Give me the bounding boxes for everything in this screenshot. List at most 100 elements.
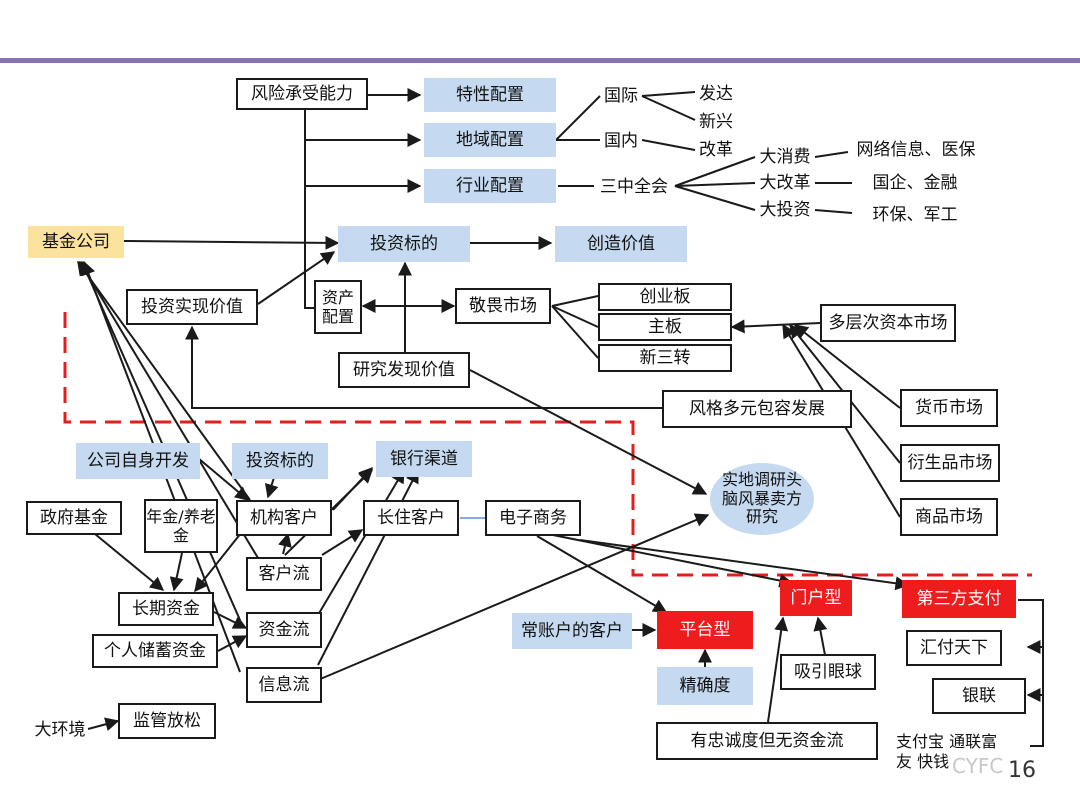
ecommerce-node: 电子商务: [485, 500, 581, 536]
diverse-style-node: 风格多元包容发展: [662, 390, 852, 428]
edge-feature-intl: [555, 95, 601, 141]
edge-eyeball-portal: [813, 616, 828, 656]
edge-intl-emerging: [641, 95, 696, 121]
client-flow-node: 客户流: [246, 557, 322, 591]
personal-savings-node: 个人储蓄资金: [92, 634, 218, 668]
risk-tolerance-node: 风险承受能力: [236, 78, 368, 110]
reform-label: 改革: [699, 139, 733, 160]
region-allocation-node: 地域配置: [424, 123, 556, 157]
domestic-label: 国内: [604, 130, 638, 151]
money-market-node: 货币市场: [900, 389, 998, 427]
international-label: 国际: [604, 85, 638, 106]
third-plenum-label: 三中全会: [600, 176, 668, 197]
edge-plenum-consume: [674, 156, 756, 187]
edge-client-fund: [79, 260, 259, 559]
edge-info-field: [317, 513, 710, 681]
pension-node: 年金/养老金: [144, 499, 218, 553]
field-research-node: 实地调研头脑风暴卖方研究: [710, 463, 814, 535]
unionpay-node: 银联: [932, 678, 1026, 714]
edge-gov-long: [94, 533, 165, 591]
edge-pension-long: [169, 552, 184, 592]
edge-cap-fund: [80, 260, 241, 621]
huifu-node: 汇付天下: [906, 630, 1002, 666]
precision-node: 精确度: [657, 667, 753, 705]
edge-invest-env: [814, 209, 853, 214]
big-reform-label: 大改革: [759, 172, 811, 193]
header-accent-bar: [0, 58, 1080, 63]
edge-loyal-portal: [767, 616, 789, 723]
macro-environment-label: 大环境: [34, 719, 86, 740]
edge-money-multi: [793, 324, 901, 409]
invest-value-node: 投资实现价值: [126, 289, 258, 325]
bank-channel-node: 银行渠道: [376, 441, 472, 477]
information-flow-node: 信息流: [246, 667, 322, 703]
loyal-no-capital-node: 有忠诚度但无资金流: [656, 722, 878, 760]
edge-plenum-invest: [674, 185, 756, 211]
edge-multi-main: [730, 319, 821, 334]
edge-cap-bank: [317, 468, 405, 616]
watermark-text: CYFC: [952, 754, 1004, 778]
edge-intl-developed: [641, 91, 696, 97]
edge-diverse-value: [185, 325, 662, 409]
asset-allocation-node: 资产配置: [314, 280, 362, 334]
network-medical-label: 网络信息、医保: [856, 139, 976, 160]
feature-allocation-node: 特性配置: [424, 78, 556, 112]
long-term-capital-node: 长期资金: [118, 592, 214, 626]
edge-value-target: [257, 251, 336, 305]
dashed-region-border: [63, 312, 1032, 577]
env-military-label: 环保、军工: [872, 204, 958, 225]
developed-label: 发达: [699, 83, 733, 104]
regular-client-node: 常账户的客户: [512, 613, 632, 649]
edge-plenum-reform: [674, 182, 756, 187]
self-development-node: 公司自身开发: [76, 443, 200, 479]
derivatives-market-node: 衍生品市场: [900, 444, 1000, 482]
edge-consume-net: [814, 151, 849, 158]
investment-target-node: 投资标的: [338, 226, 470, 262]
third-party-payment-node: 第三方支付: [902, 580, 1016, 618]
deregulation-node: 监管放松: [118, 703, 216, 739]
emerging-label: 新兴: [699, 111, 733, 132]
edge-client-long: [321, 529, 364, 556]
institutional-client-node: 机构客户: [236, 500, 332, 536]
edge-inst-fund: [77, 260, 251, 501]
edge-savings-cap: [217, 635, 248, 652]
edge-long-cap: [213, 611, 248, 629]
edge-inst-long: [194, 527, 246, 593]
soe-finance-label: 国企、金融: [872, 172, 958, 193]
attract-eyeball-node: 吸引眼球: [780, 654, 876, 690]
edge-third-payments: [1018, 599, 1044, 747]
edge-fund-target: [123, 235, 340, 250]
payment-providers-label: 支付宝 通联富友 快钱: [896, 732, 998, 771]
edge-research-field: [469, 369, 708, 495]
industry-allocation-node: 行业配置: [424, 169, 556, 203]
portal-type-node: 门户型: [780, 580, 852, 616]
multi-tier-capital-node: 多层次资本市场: [820, 304, 956, 342]
research-value-node: 研究发现价值: [338, 352, 470, 388]
main-board-node: 主板: [598, 313, 732, 341]
edge-self-inst: [197, 457, 250, 501]
investment-target-node-2: 投资标的: [232, 443, 328, 479]
edge-rev-main: [551, 305, 599, 328]
edge-rev-neeq: [551, 305, 599, 359]
fund-company-node: 基金公司: [28, 226, 124, 258]
edge-ecom-third: [579, 539, 910, 591]
edge-domestic-reform: [641, 139, 696, 151]
edge-macro-dereg: [87, 717, 120, 732]
long-term-client-node: 长住客户: [363, 500, 459, 536]
big-consumption-label: 大消费: [759, 146, 811, 167]
platform-type-node: 平台型: [657, 611, 753, 649]
chinext-node: 创业板: [598, 283, 732, 311]
revere-market-node: 敬畏市场: [455, 288, 551, 324]
edge-trunk: [304, 106, 315, 309]
page-number: 16: [1008, 758, 1036, 783]
neeq-node: 新三转: [598, 344, 732, 372]
create-value-node: 创造价值: [555, 226, 687, 262]
edge-inst-bank: [332, 466, 373, 511]
edge-client-inst: [278, 532, 292, 555]
capital-flow-node: 资金流: [246, 612, 322, 648]
commodity-market-node: 商品市场: [900, 498, 998, 536]
government-fund-node: 政府基金: [26, 501, 122, 535]
edge-ecom-platform: [536, 535, 668, 613]
big-investment-label: 大投资: [759, 199, 811, 220]
edge-rev-chinext: [551, 295, 599, 307]
